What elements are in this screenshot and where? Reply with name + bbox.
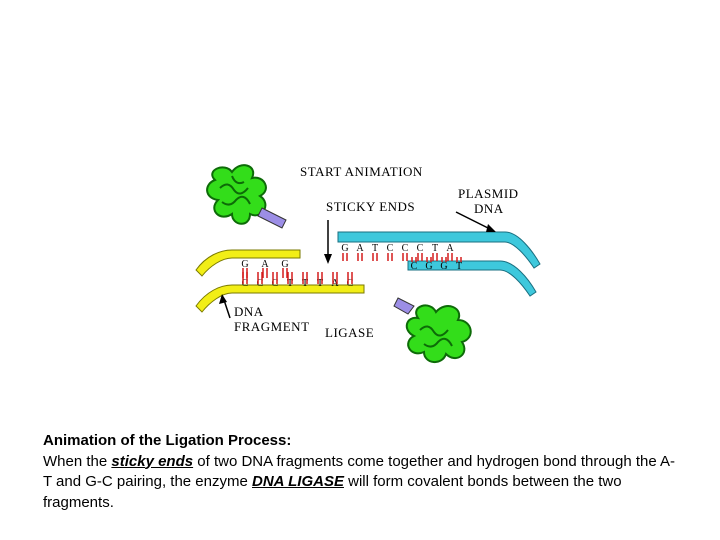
caption: Animation of the Ligation Process: When …: [43, 431, 683, 513]
ligase-label: LIGASE: [325, 325, 374, 340]
fragment-bottom-base-5: T: [317, 278, 323, 289]
fragment-bottom-base-6: A: [331, 278, 339, 289]
fragment-top-base-2: G: [281, 259, 288, 270]
fragment-bottom-base-1: C: [257, 278, 264, 289]
plasmid-top-strand: [337, 231, 541, 269]
caption-part2: of two DNA fragments come together and h…: [43, 452, 676, 491]
sticky-ends-label: STICKY ENDS: [326, 199, 415, 214]
plasmid-top-base-1: A: [356, 243, 364, 254]
fragment-label-line1: DNA: [234, 304, 264, 319]
caption-sticky-ends: sticky ends: [111, 452, 194, 470]
caption-title: Animation of the Ligation Process:: [43, 432, 292, 449]
plasmid-bottom-base-2: G: [440, 261, 447, 272]
caption-part1: When the: [43, 452, 112, 470]
fragment-top-strand: [195, 249, 301, 277]
fragment-top-base-0: G: [241, 259, 248, 270]
start-animation-label[interactable]: START ANIMATION: [300, 164, 423, 179]
ligase-enzyme-bottom-icon: [393, 297, 472, 363]
fragment-arrow: [219, 294, 231, 319]
plasmid-top-base-5: C: [417, 243, 424, 254]
sticky-ends-arrow: [324, 220, 332, 264]
fragment-bottom-base-4: T: [302, 278, 308, 289]
fragment-bottom-base-2: C: [272, 278, 279, 289]
caption-part3: will form covalent bonds between the two…: [43, 473, 622, 511]
fragment-bottom-strand: [195, 284, 365, 313]
fragment-bottom-base-3: T: [287, 278, 293, 289]
plasmid-arrow: [455, 211, 496, 232]
plasmid-top-base-2: T: [372, 243, 378, 254]
plasmid-bottom-strand: [407, 260, 537, 297]
plasmid-top-base-7: A: [446, 243, 454, 254]
plasmid-top-base-0: G: [341, 243, 348, 254]
plasmid-label-line1: PLASMID: [458, 186, 519, 201]
fragment-top-base-1: A: [261, 259, 269, 270]
fragment-label-line2: FRAGMENT: [234, 319, 310, 334]
fragment-bottom-base-7: C: [347, 278, 354, 289]
plasmid-bottom-base-3: T: [456, 261, 462, 272]
plasmid-bottom-base-0: C: [411, 261, 418, 272]
fragment-bottom-base-0: C: [242, 278, 249, 289]
plasmid-top-base-4: C: [402, 243, 409, 254]
caption-dna-ligase: DNA LIGASE: [252, 473, 344, 490]
ligase-enzyme-top-icon: [206, 164, 287, 229]
plasmid-bottom-base-1: G: [425, 261, 432, 272]
plasmid-top-base-3: C: [387, 243, 394, 254]
plasmid-label-line2: DNA: [474, 201, 504, 216]
plasmid-top-base-6: T: [432, 243, 438, 254]
